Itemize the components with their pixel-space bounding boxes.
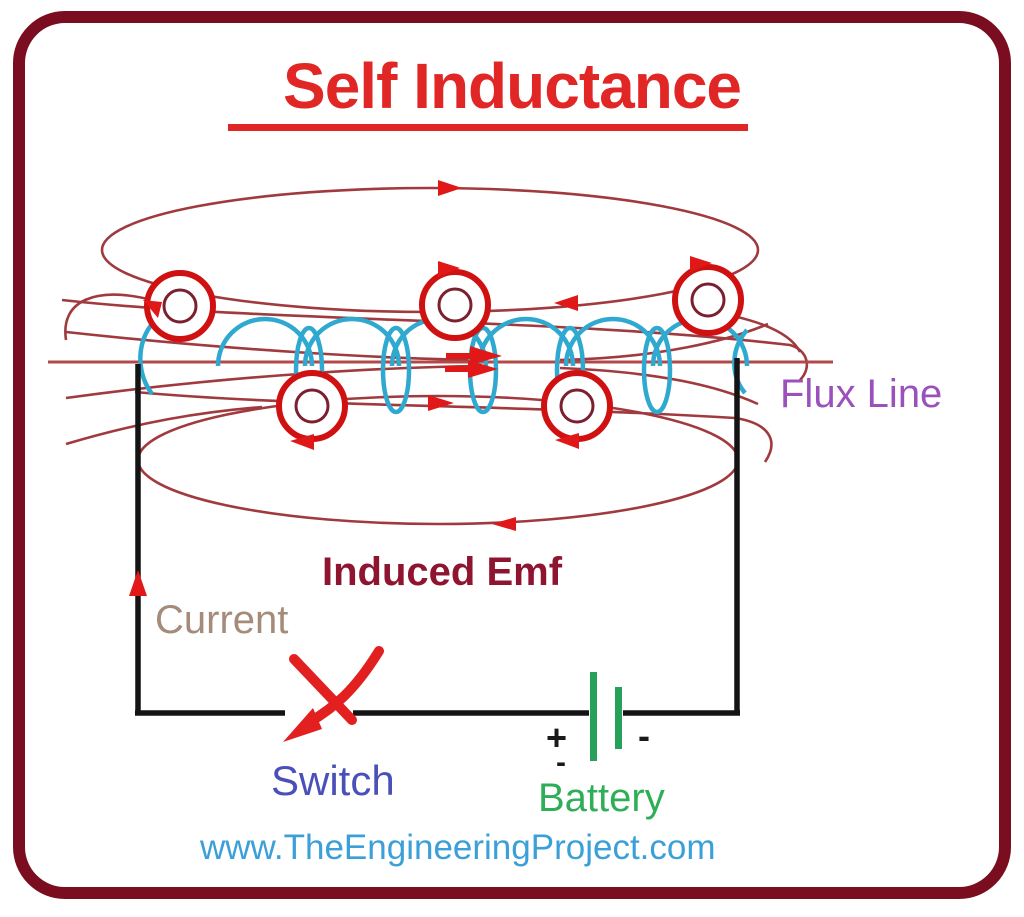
wire-turns (143, 256, 744, 450)
coil-return-loop (641, 325, 673, 415)
turn-arrow (690, 256, 712, 272)
current-arrow (129, 570, 147, 596)
coil-end-left (138, 318, 158, 396)
battery-plus-sign: + (546, 717, 568, 758)
switch-symbol (283, 646, 384, 742)
battery-minus-small-sign: - (556, 746, 566, 779)
flux-arrow-upper-row-left (554, 295, 578, 311)
flux-fan-upper-right (559, 322, 769, 362)
wire-turn (276, 370, 348, 450)
flux-arrow-axis-1 (470, 346, 502, 365)
circuit-wires (135, 358, 740, 716)
flux-lines (61, 186, 809, 526)
turn-arrow (290, 434, 314, 450)
turn-arrow (438, 261, 460, 277)
title-underline (228, 124, 748, 131)
flux-curve-lower-row (134, 390, 773, 463)
flux-hook-left-top (64, 293, 153, 341)
flux-arrow-top-ellipse (438, 180, 462, 196)
coil-return-loop (380, 325, 412, 415)
battery-positive-terminal (590, 672, 597, 761)
flux-arrow-bottom-ellipse (492, 517, 516, 531)
website-label: www.TheEngineeringProject.com (200, 828, 716, 867)
induced-emf-label: Induced Emf (322, 550, 563, 594)
battery-negative-terminal (615, 687, 622, 749)
switch-label: Switch (271, 757, 395, 804)
switch-stroke (289, 654, 357, 725)
switch-arrowhead (283, 708, 322, 742)
current-label: Current (155, 598, 289, 642)
wire-turn (143, 270, 216, 342)
wire-turn (419, 261, 491, 341)
flux-arrows (428, 180, 578, 531)
flux-fan-lower-left (65, 364, 481, 400)
frame-border (13, 11, 1011, 899)
battery-symbol (590, 672, 622, 761)
battery-label: Battery (538, 776, 665, 820)
flux-arrow-tail-2 (445, 366, 470, 372)
turn-arrow (555, 433, 579, 449)
wire-turn (541, 370, 613, 449)
battery-minus-sign: - (638, 715, 650, 756)
flux-ellipse-bottom (136, 394, 740, 526)
flux-arrow-lower-row (428, 395, 454, 411)
flux-fan-left-bottom (65, 405, 263, 446)
flux-arrow-axis-2 (468, 360, 498, 378)
flux-line-label: Flux Line (780, 372, 943, 416)
flux-fan-lower-right (559, 366, 759, 406)
turn-arrow (143, 300, 162, 318)
flux-fan-upper-left (65, 330, 481, 362)
wire-turn (672, 256, 744, 336)
flux-arrow-tail-1 (446, 353, 472, 359)
page-title: Self Inductance (283, 50, 742, 122)
